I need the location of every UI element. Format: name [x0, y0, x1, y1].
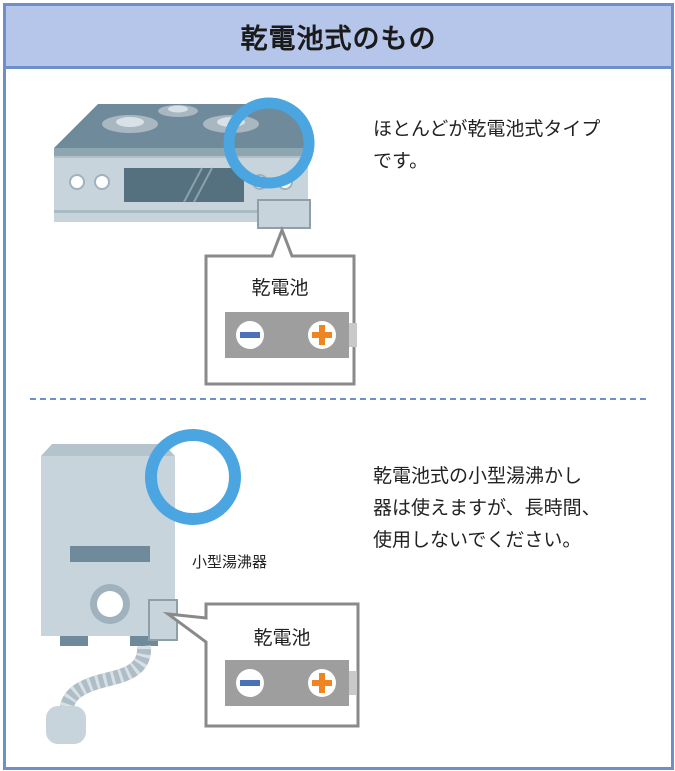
gas-stove-icon — [54, 104, 311, 229]
battery-callout: 乾電池 — [162, 602, 360, 728]
highlight-ring — [145, 429, 241, 525]
panel-header: 乾電池式のもの — [6, 6, 671, 69]
info-panel: 乾電池式のもの — [3, 3, 674, 770]
battery-icon — [225, 312, 357, 358]
panel-title: 乾電池式のもの — [240, 23, 437, 55]
stove-illustration: 乾電池 — [54, 97, 357, 386]
water-heater-icon — [41, 444, 178, 744]
battery-label: 乾電池 — [253, 627, 310, 649]
section-divider — [30, 398, 646, 400]
battery-callout: 乾電池 — [204, 225, 357, 386]
heater-description: 乾電池式の小型湯沸かし 器は使えますが、長時間、 使用しないでください。 — [373, 465, 601, 551]
highlight-ring — [223, 97, 315, 189]
heater-label: 小型湯沸器 — [192, 553, 268, 571]
battery-label: 乾電池 — [251, 277, 308, 299]
heater-illustration: 乾電池 — [41, 429, 360, 744]
battery-icon — [225, 660, 357, 706]
stove-description: ほとんどが乾電池式タイプ です。 — [373, 118, 601, 172]
